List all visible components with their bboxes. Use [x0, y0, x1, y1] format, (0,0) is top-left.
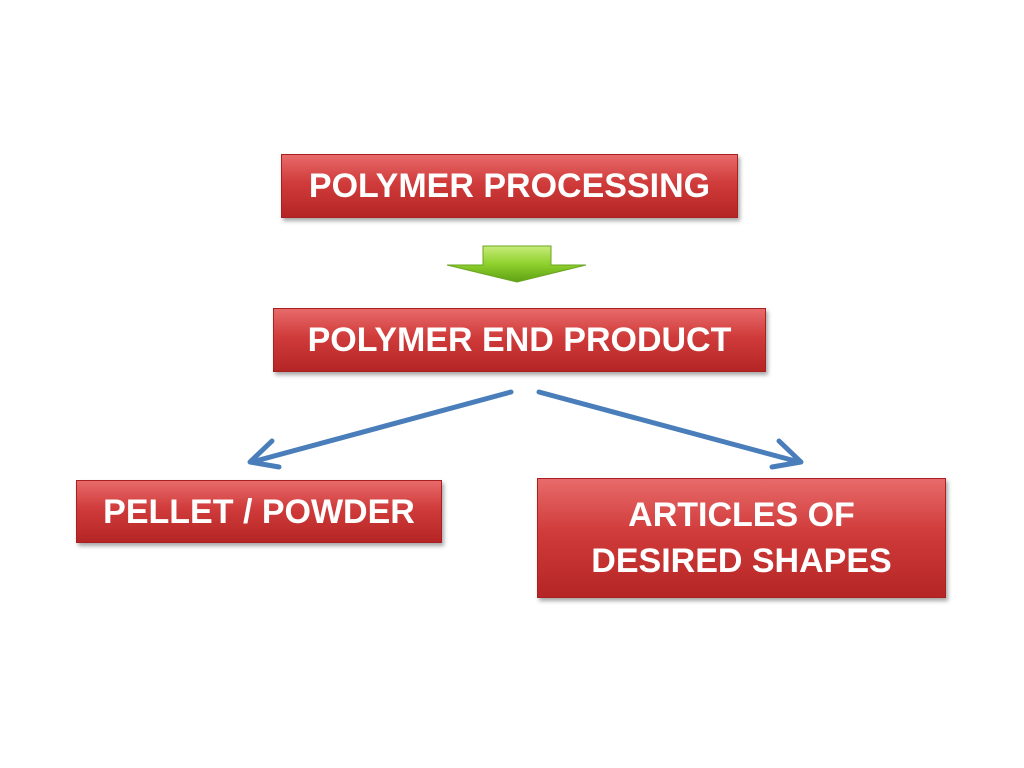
node-polymer-processing: POLYMER PROCESSING [281, 154, 738, 218]
arrow-to-articles [536, 389, 804, 470]
node-label: ARTICLES OF DESIRED SHAPES [591, 492, 891, 584]
node-polymer-end-product: POLYMER END PRODUCT [273, 308, 766, 372]
node-label: POLYMER PROCESSING [308, 167, 711, 205]
node-pellet-powder: PELLET / POWDER [76, 480, 442, 543]
node-label-line-1: ARTICLES OF [628, 496, 855, 534]
node-articles-of-desired-shapes: ARTICLES OF DESIRED SHAPES [537, 478, 946, 598]
node-label: POLYMER END PRODUCT [307, 321, 732, 359]
node-label: PELLET / POWDER [103, 492, 415, 531]
node-label-line-2: DESIRED SHAPES [591, 542, 892, 580]
down-block-arrow-icon [446, 245, 587, 283]
arrow-to-pellet [247, 389, 514, 470]
